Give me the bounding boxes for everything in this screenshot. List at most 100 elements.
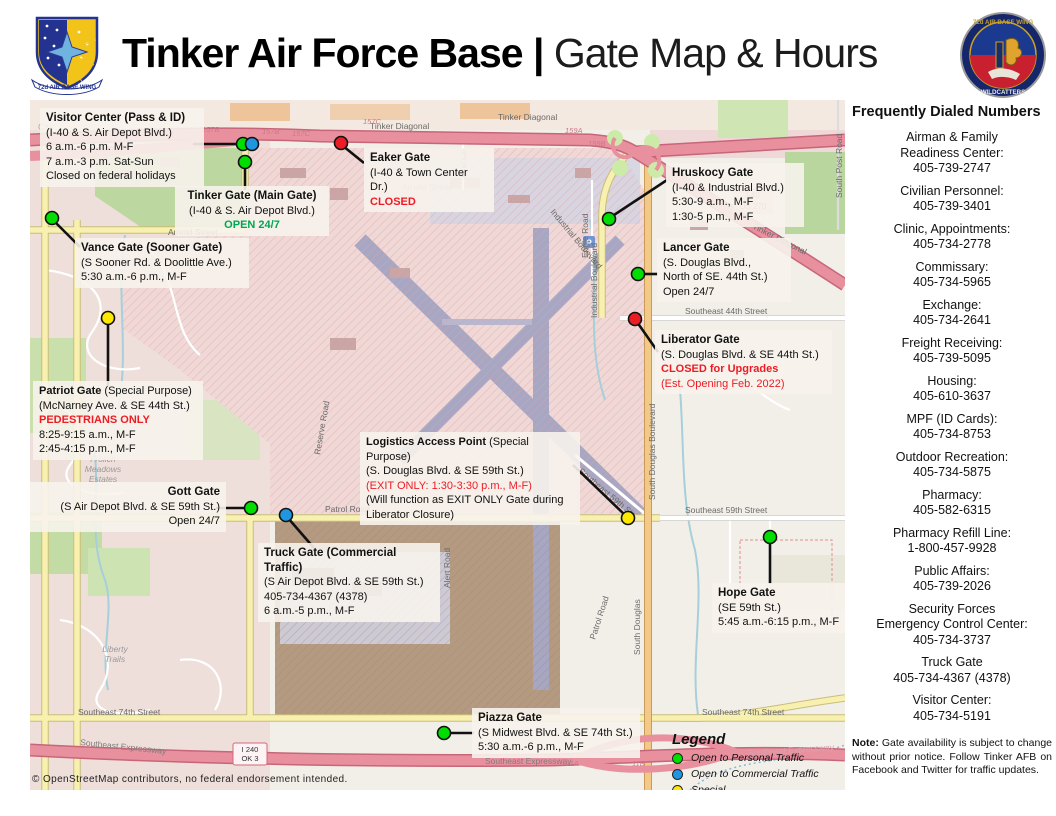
phone-entry: Outdoor Recreation: 405-734-5875 xyxy=(852,450,1052,481)
gate-line: (S Air Depot Blvd. & SE 59th St.) xyxy=(264,576,424,588)
gate-title: Patriot Gate (Special Purpose) xyxy=(39,384,197,399)
phone-label: Commissary: xyxy=(915,259,989,274)
gate-status: (Est. Opening Feb. 2022) xyxy=(661,377,785,390)
exit-label: 157C xyxy=(363,117,382,126)
gate-status: CLOSED xyxy=(370,195,416,208)
frequently-dialed-numbers: Frequently Dialed Numbers Airman & Famil… xyxy=(852,104,1052,778)
gate-status: OPEN 24/7 xyxy=(224,219,280,231)
gate-line: (S. Douglas Blvd. & SE 44th St.) xyxy=(661,348,819,361)
gate-title: Logistics Access Point (Special Purpose) xyxy=(366,435,574,464)
phone-number: 405-734-4367 (4378) xyxy=(893,670,1011,685)
gate-line: Closed on federal holidays xyxy=(46,170,176,182)
callout-eaker-gate: Eaker Gate (I-40 & Town Center Dr.) CLOS… xyxy=(364,148,494,212)
phone-label: MPF (ID Cards): xyxy=(906,411,998,426)
phone-entry: Clinic, Appointments: 405-734-2778 xyxy=(852,222,1052,253)
legend-label: Open to Personal Traffic xyxy=(691,752,805,764)
legend-title: Legend xyxy=(672,731,726,748)
phone-label: Exchange: xyxy=(922,297,982,312)
phone-number: 405-734-2641 xyxy=(913,313,991,327)
right-emblem-bottom-text: WILDCATTERS xyxy=(981,89,1026,96)
callout-gott-gate: Gott Gate (S Air Depot Blvd. & SE 59th S… xyxy=(30,482,226,532)
callout-lancer-gate: Lancer Gate (S. Douglas Blvd., North of … xyxy=(657,238,791,302)
marker-hope-gate xyxy=(762,529,778,545)
phone-number: 405-739-2747 xyxy=(913,161,991,175)
gate-line: (McNarney Ave. & SE 44th St.) xyxy=(39,399,190,412)
phone-entry: Truck Gate 405-734-4367 (4378) xyxy=(852,655,1052,686)
sidebar-title: Frequently Dialed Numbers xyxy=(852,104,1041,120)
exit-label: 157C xyxy=(292,129,311,138)
gate-line: (S Air Depot Blvd. & SE 59th St.) xyxy=(60,500,220,513)
gate-line: 7 a.m.-3 p.m. Sat-Sun xyxy=(46,155,154,168)
gate-line: Open 24/7 xyxy=(168,515,220,527)
phone-entry: Pharmacy: 405-582-6315 xyxy=(852,488,1052,519)
phone-number: 405-734-3737 xyxy=(913,632,991,647)
legend-label: Special xyxy=(691,784,726,790)
base-map: I 40 US 270 I 240 OK 3 P Tinker Diagonal… xyxy=(30,100,845,790)
street-label: Southeast 59th Street xyxy=(685,505,768,515)
gate-line: Liberator Closure) xyxy=(366,508,455,521)
exit-label: 11B xyxy=(632,759,645,768)
callout-piazza-gate: Piazza Gate (S Midwest Blvd. & SE 74th S… xyxy=(472,708,640,758)
gate-line: (SE 59th St.) xyxy=(718,601,781,614)
phone-label: Visitor Center: xyxy=(912,693,992,707)
phone-entry: Exchange: 405-734-2641 xyxy=(852,298,1052,329)
phone-label: Civilian Personnel: xyxy=(900,183,1004,198)
phone-entry: Public Affairs: 405-739-2026 xyxy=(852,564,1052,595)
gate-title: Liberator Gate xyxy=(661,334,740,346)
gate-line: (I-40 & Industrial Blvd.) xyxy=(672,181,784,194)
phone-entry: Commissary: 405-734-5965 xyxy=(852,260,1052,291)
marker-gott-gate xyxy=(243,500,259,516)
callout-hope-gate: Hope Gate (SE 59th St.) 5:45 a.m.-6:15 p… xyxy=(712,583,845,633)
street-label: Southeast 44th Street xyxy=(685,306,768,316)
street-label: South Post Road xyxy=(834,133,844,198)
callout-patriot-gate: Patriot Gate (Special Purpose) (McNarney… xyxy=(33,381,203,460)
parking-icon: P xyxy=(586,238,592,248)
gate-markers xyxy=(44,135,778,741)
gate-title: Piazza Gate xyxy=(478,712,542,724)
phone-entry: Civilian Personnel: 405-739-3401 xyxy=(852,184,1052,215)
sidebar-note: Note: Gate availability is subject to ch… xyxy=(852,737,1052,778)
gate-title: Truck Gate (Commercial Traffic) xyxy=(264,547,397,574)
callout-truck-gate: Truck Gate (Commercial Traffic) (S Air D… xyxy=(258,543,440,622)
phone-label: Housing: xyxy=(927,373,977,388)
street-label: Industrial Boulevard xyxy=(589,243,599,318)
legend-item: Open to Personal Traffic xyxy=(672,752,845,764)
gate-line: (I-40 & Town Center Dr.) xyxy=(370,166,468,194)
gate-line: (S Sooner Rd. & Doolittle Ave.) xyxy=(81,256,232,269)
gate-title: Hruskocy Gate xyxy=(672,167,754,179)
callout-tinker-gate: Tinker Gate (Main Gate) (I-40 & S. Air D… xyxy=(175,186,329,236)
gate-line: 5:30 a.m.-6 p.m., M-F xyxy=(81,271,187,283)
street-label: South Douglas xyxy=(632,599,642,655)
gate-title: Eaker Gate xyxy=(370,152,431,164)
yellow-dot-icon xyxy=(672,784,683,790)
gate-line: (S Midwest Blvd. & SE 74th St.) xyxy=(478,726,633,739)
phone-entry: Visitor Center: 405-734-5191 xyxy=(852,693,1052,724)
phone-number: 405-734-8753 xyxy=(913,427,991,441)
phone-number: 405-734-5191 xyxy=(913,708,991,723)
map-canvas: I 40 US 270 I 240 OK 3 P Tinker Diagonal… xyxy=(30,100,845,790)
phone-label: Clinic, Appointments: xyxy=(893,221,1011,236)
phone-label: Airman & Family Readiness Center: xyxy=(900,130,1004,160)
phone-entry: Security Forces Emergency Control Center… xyxy=(852,602,1052,649)
phone-number: 405-739-2026 xyxy=(913,579,991,593)
gate-line: (S. Douglas Blvd. & SE 59th St.) xyxy=(366,465,524,477)
route-shield-ok3: OK 3 xyxy=(241,754,258,763)
marker-hruskocy-gate xyxy=(601,211,617,227)
phone-entry: Airman & Family Readiness Center: 405-73… xyxy=(852,130,1052,177)
phone-number: 405-610-3637 xyxy=(913,389,991,403)
place-label: Trails xyxy=(105,654,126,664)
callout-logistics-access-point: Logistics Access Point (Special Purpose)… xyxy=(360,432,580,525)
callout-hruskocy-gate: Hruskocy Gate (I-40 & Industrial Blvd.) … xyxy=(666,163,804,227)
gate-title-bold: Patriot Gate xyxy=(39,385,102,397)
map-attribution: © OpenStreetMap contributors, no federal… xyxy=(32,774,348,785)
exit-label: 157B xyxy=(202,125,220,134)
marker-piazza-gate xyxy=(436,725,452,741)
street-label: Engle Road xyxy=(580,213,590,258)
marker-logistics-access-point xyxy=(620,510,636,526)
phone-number: 405-734-5875 xyxy=(913,465,991,479)
gate-line: (I-40 & S. Air Depot Blvd.) xyxy=(189,204,315,217)
gate-title-suffix: (Special Purpose) xyxy=(101,385,192,397)
phone-label: Pharmacy Refill Line: xyxy=(892,525,1012,540)
phone-number: 405-582-6315 xyxy=(913,503,991,517)
page-title-light: Gate Map & Hours xyxy=(553,30,879,76)
